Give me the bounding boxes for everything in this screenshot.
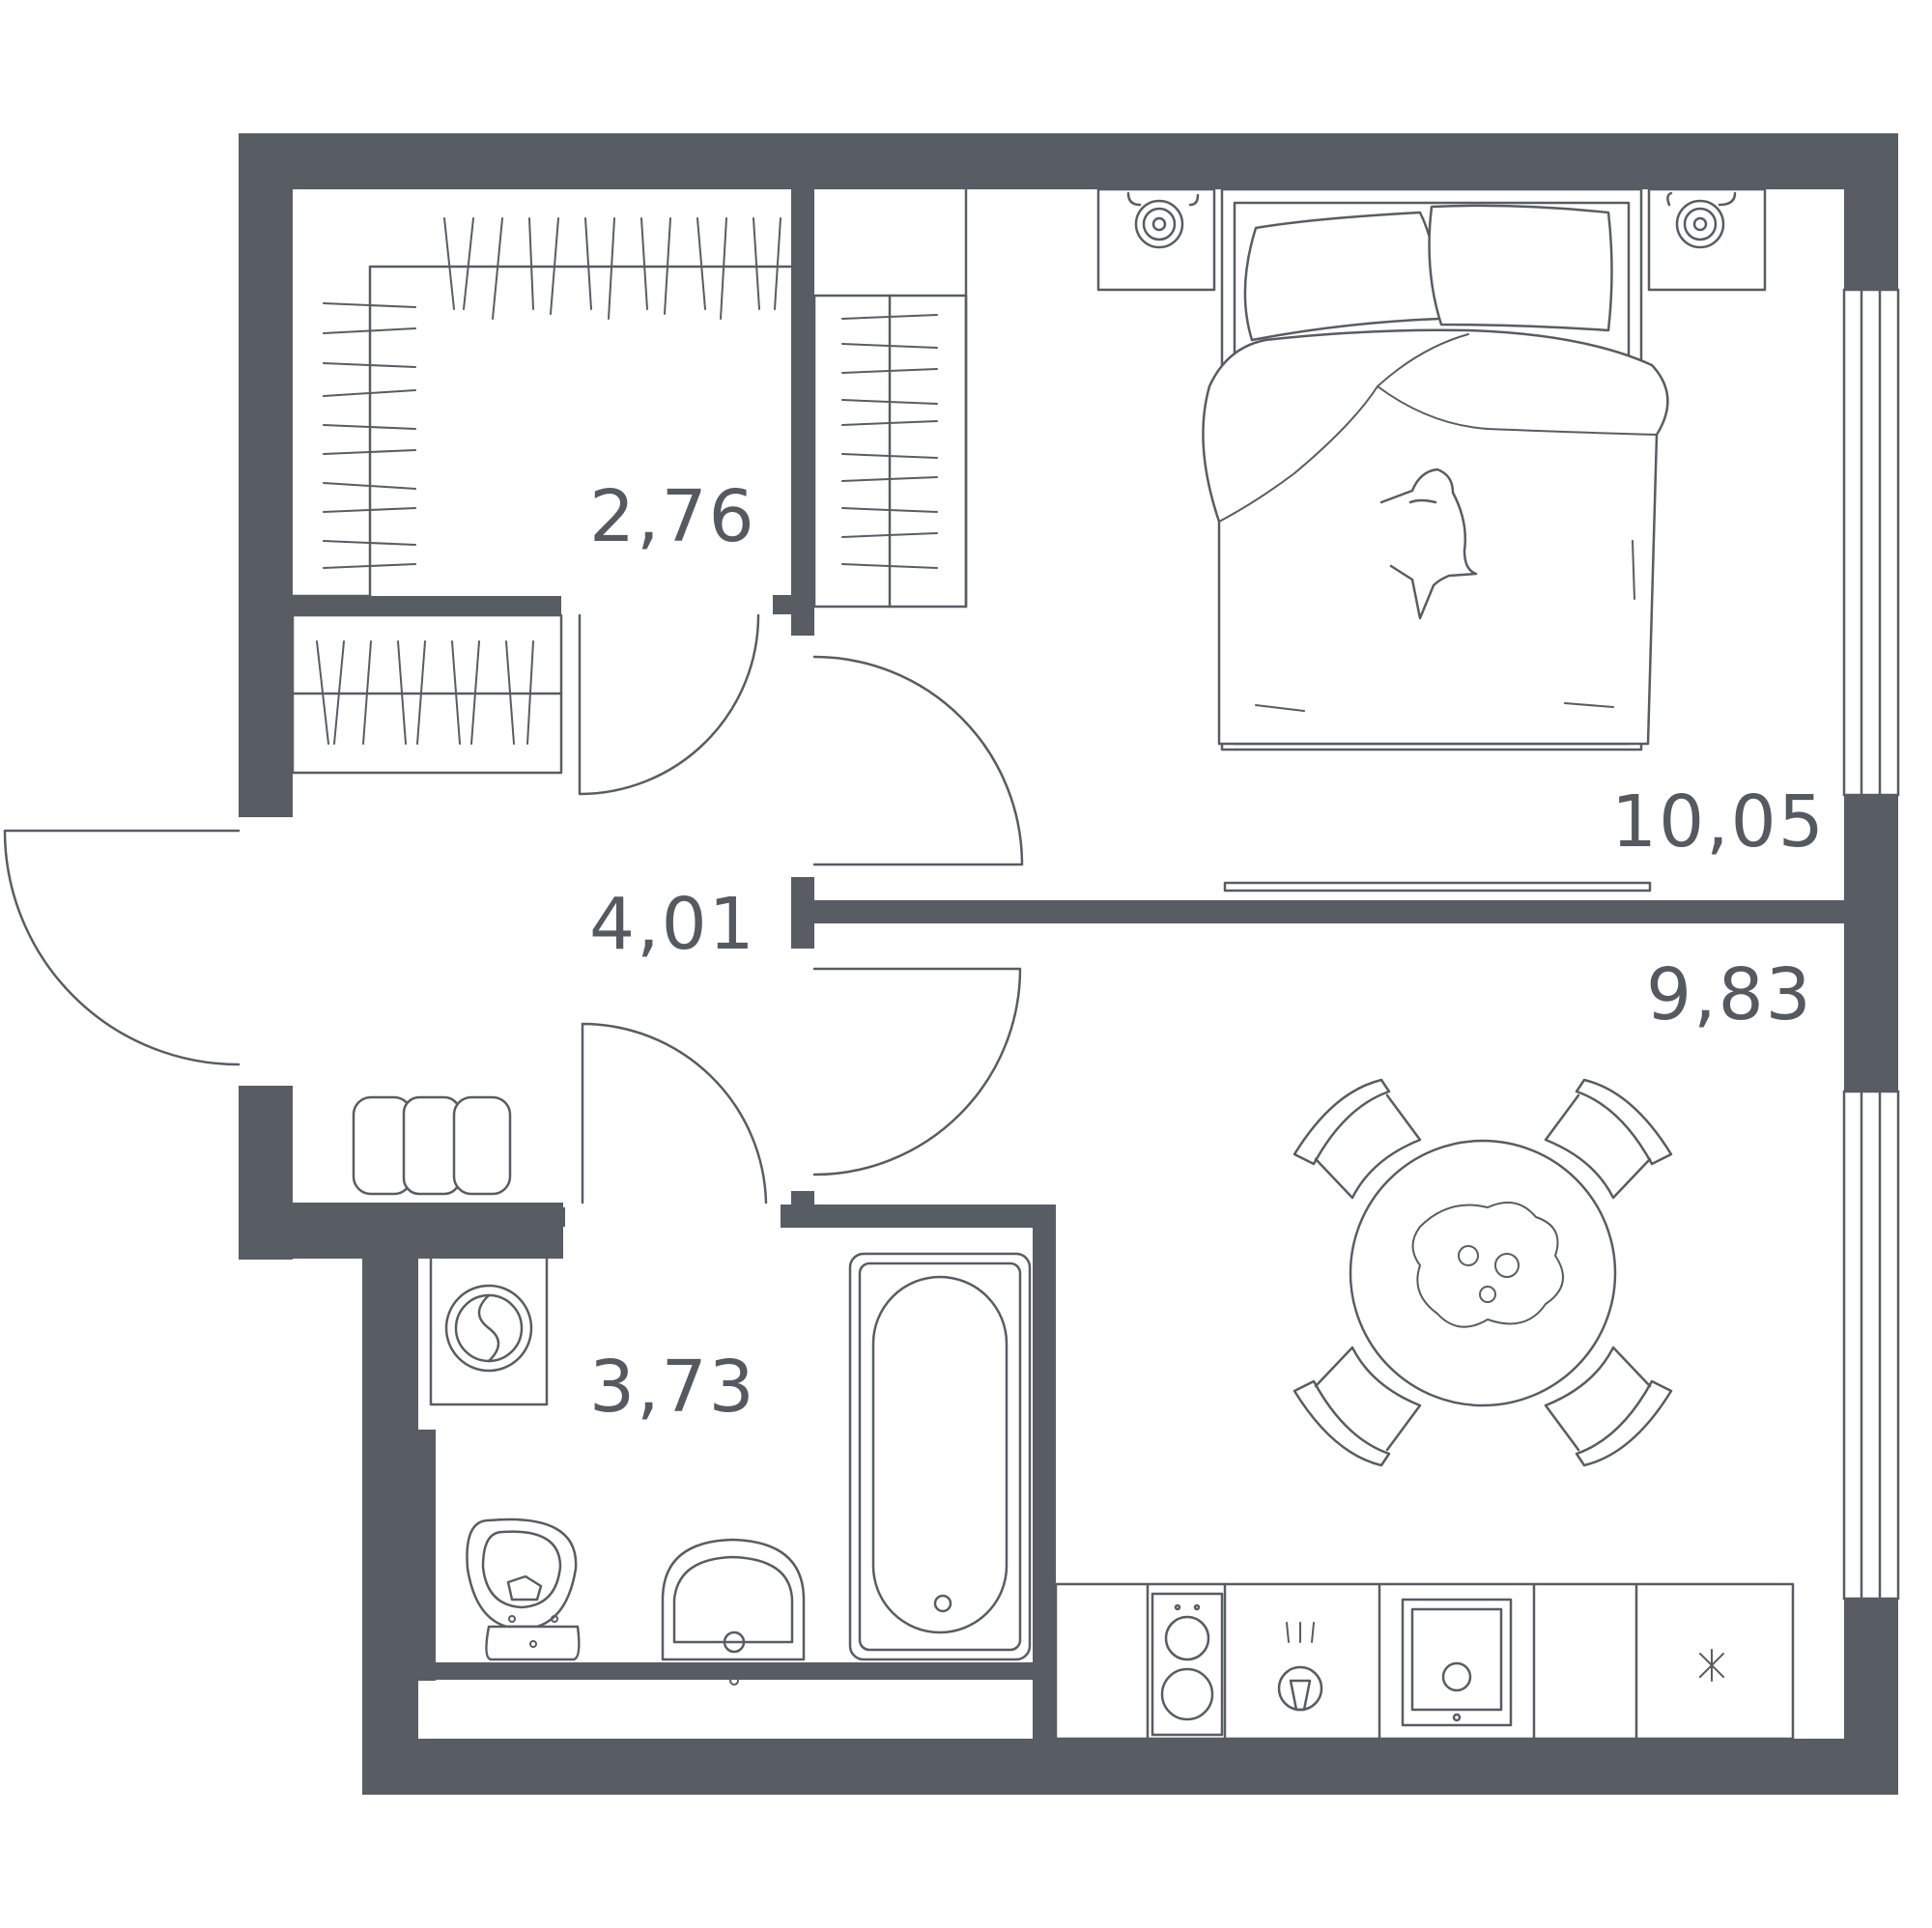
hall-bench-icon bbox=[352, 1095, 512, 1196]
sink-icon bbox=[1401, 1598, 1513, 1727]
kitchen-counter bbox=[1054, 1582, 1795, 1741]
hall-wardrobe bbox=[291, 613, 563, 775]
lamp-icon bbox=[1666, 191, 1737, 249]
room-area-wardrobe: 2,76 bbox=[589, 475, 756, 558]
washbasin-icon bbox=[661, 1538, 806, 1686]
bathroom-fixtures bbox=[429, 1246, 1032, 1686]
faucet-icon bbox=[1277, 1622, 1323, 1712]
room-area-kitchen: 9,83 bbox=[1646, 953, 1813, 1036]
tv-unit bbox=[1223, 881, 1652, 893]
doors bbox=[3, 613, 1024, 1205]
walls bbox=[239, 133, 1898, 1795]
windows bbox=[1842, 288, 1900, 1601]
chair-icon bbox=[1544, 1346, 1673, 1467]
stove-icon bbox=[1151, 1592, 1224, 1737]
toilet-icon bbox=[466, 1517, 581, 1661]
lamp-icon bbox=[1126, 191, 1200, 249]
room-area-bedroom: 10,05 bbox=[1611, 780, 1826, 864]
chair-icon bbox=[1293, 1346, 1422, 1467]
room-area-hallway: 4,01 bbox=[589, 883, 756, 966]
spark-icon bbox=[1699, 1649, 1724, 1682]
walk-in-closet-shelves bbox=[291, 217, 797, 598]
washing-machine-icon bbox=[429, 1246, 549, 1406]
chair-icon bbox=[1544, 1078, 1673, 1200]
bed-illustration bbox=[1096, 187, 1767, 751]
dining-table-illustration bbox=[1293, 1078, 1673, 1467]
bathtub-icon bbox=[848, 1252, 1032, 1679]
bedroom-closet bbox=[812, 187, 968, 609]
chair-icon bbox=[1293, 1078, 1422, 1200]
room-area-bathroom: 3,73 bbox=[589, 1346, 756, 1429]
